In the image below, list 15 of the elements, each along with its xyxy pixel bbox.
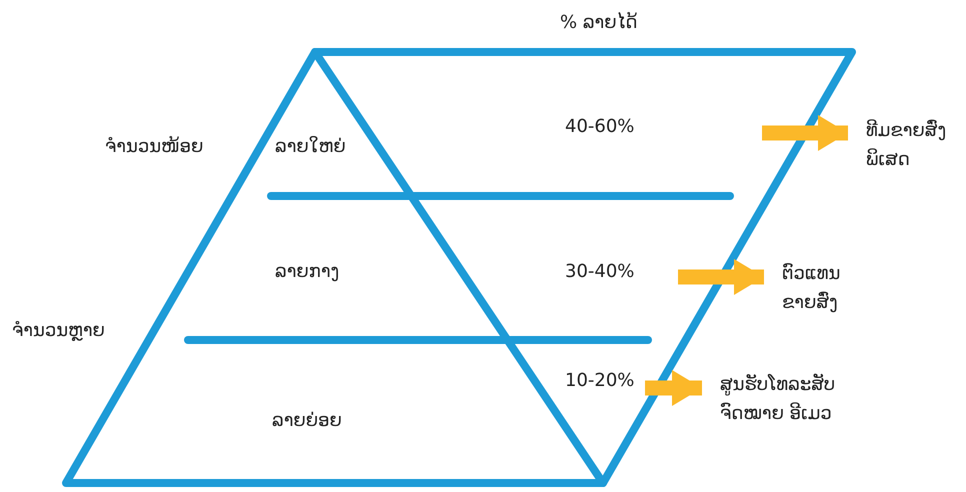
text-label: 10-20% [565,369,634,393]
text-label: 30-40% [565,260,634,284]
text-label: 40-60% [565,115,634,139]
arrow [678,259,764,295]
text-label: ຈຳນວນໜ້ອຍ [105,135,204,159]
text-label: ລາຍໃຫຍ່ [275,135,346,159]
channel-label: ສູນຮັບໂທລະສັບ ຈົດໝາຍ ອີເມວ [720,370,870,428]
text-label: ຈຳນວນຫຼາຍ [12,319,105,343]
arrow [762,115,848,151]
arrow [645,370,702,406]
channel-label: ທີມຂາຍສົ່ງພິເສດ [866,116,956,174]
text-label: ລາຍຍ່ອຍ [272,409,342,433]
channel-label: ຕົວແທນຂາຍສົ່ງ [782,259,872,317]
text-label: % ລາຍໄດ້ [560,11,638,35]
text-label: ລາຍກາງ [275,260,340,284]
